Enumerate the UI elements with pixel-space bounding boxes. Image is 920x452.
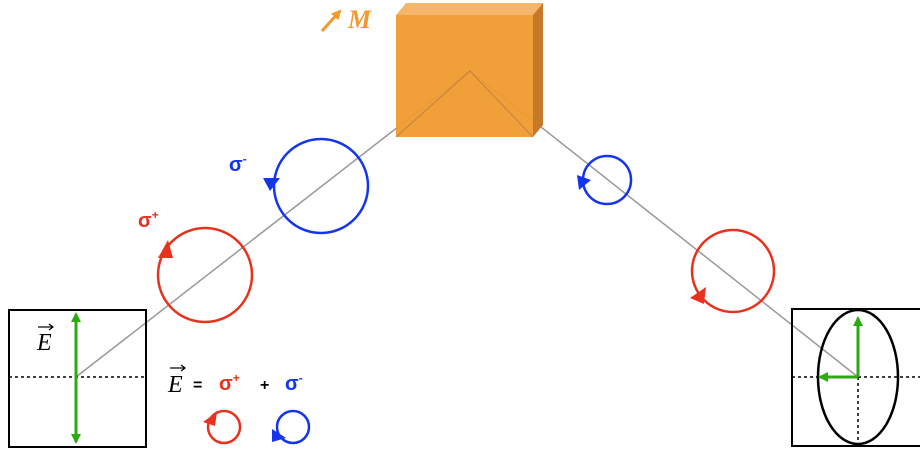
equation-equals: =	[193, 377, 202, 394]
small-sigma-minus-circle	[275, 409, 311, 445]
ccw-arrow-icon	[577, 175, 591, 190]
equation-term1: σ+	[219, 371, 240, 395]
superposition-equation: E = σ+ + σ-	[167, 364, 311, 445]
ccw-arrow-icon	[263, 178, 280, 191]
sigma-plus-label: σ+	[138, 208, 159, 232]
reflected-sigma-minus-circle	[577, 154, 633, 206]
sigma-minus-label: σ-	[229, 152, 247, 176]
magnetization-arrow-icon	[320, 9, 342, 33]
incident-polarization-box: E	[8, 309, 147, 448]
cw-arrow-icon	[203, 412, 217, 426]
e-field-label: E	[36, 330, 52, 356]
small-sigma-plus-circle	[206, 409, 242, 445]
equation-term2: σ-	[285, 371, 303, 395]
incident-sigma-plus-circle	[156, 226, 254, 324]
cw-arrow-icon	[690, 287, 706, 304]
equation-plus: +	[260, 377, 269, 394]
magnet-cube	[395, 3, 543, 138]
incident-sigma-minus-circle	[263, 137, 370, 235]
reflected-sigma-plus-circle	[690, 228, 776, 314]
equation-lhs: E	[167, 372, 183, 398]
cw-arrow-icon	[158, 240, 173, 258]
ccw-arrow-icon	[272, 429, 286, 442]
reflected-polarization-box	[791, 308, 920, 447]
magnetization-label: M	[347, 5, 372, 34]
